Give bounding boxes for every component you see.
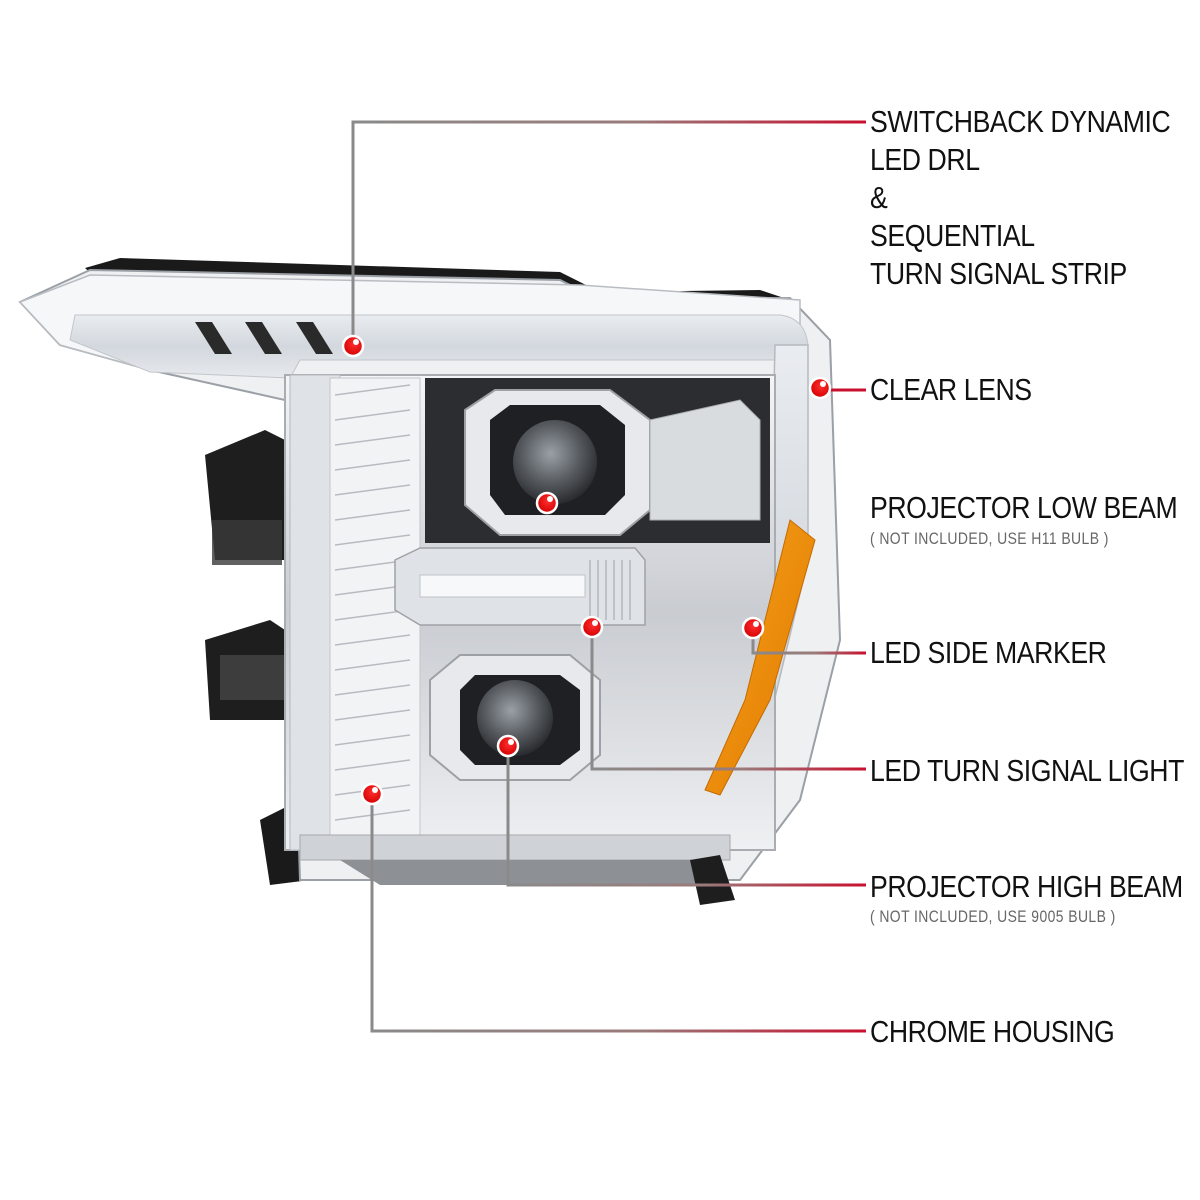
label-line: CLEAR LENS bbox=[870, 372, 1032, 407]
callout-dot-turn-signal bbox=[580, 615, 604, 639]
label-line: LED TURN SIGNAL LIGHT bbox=[870, 753, 1184, 788]
amber-side-marker bbox=[704, 519, 816, 796]
callout-dot-clear-lens bbox=[808, 376, 832, 400]
label-projector-low-beam: PROJECTOR LOW BEAM bbox=[870, 489, 1178, 527]
label-line: LED DRL bbox=[870, 142, 980, 177]
callout-dot-side-marker bbox=[741, 616, 765, 640]
label-line: SEQUENTIAL bbox=[870, 218, 1035, 253]
callout-lines bbox=[351, 120, 866, 1033]
callout-dot-chrome-housing bbox=[360, 782, 384, 806]
label-line: SWITCHBACK DYNAMIC bbox=[870, 104, 1171, 139]
note-low-beam-bulb: ( NOT INCLUDED, USE H11 BULB ) bbox=[870, 529, 1109, 548]
label-clear-lens: CLEAR LENS bbox=[870, 371, 1032, 409]
reflector-ribs bbox=[334, 384, 411, 821]
callout-dot-low-beam bbox=[535, 491, 559, 515]
label-switchback-drl: SWITCHBACK DYNAMIC LED DRL & SEQUENTIAL … bbox=[870, 103, 1171, 293]
label-led-side-marker: LED SIDE MARKER bbox=[870, 634, 1107, 672]
label-line: PROJECTOR LOW BEAM bbox=[870, 490, 1178, 525]
low-beam-projector bbox=[425, 378, 770, 543]
label-line: TURN SIGNAL STRIP bbox=[870, 256, 1127, 291]
callout-dot-switchback bbox=[341, 334, 365, 358]
note-high-beam-bulb: ( NOT INCLUDED, USE 9005 BULB ) bbox=[870, 907, 1116, 926]
label-line: & bbox=[870, 180, 888, 215]
label-line: PROJECTOR HIGH BEAM bbox=[870, 869, 1183, 904]
high-beam-projector bbox=[429, 654, 601, 781]
led-turn-signal-bar bbox=[394, 547, 646, 626]
label-line: LED SIDE MARKER bbox=[870, 635, 1107, 670]
callout-dot-high-beam bbox=[496, 734, 520, 758]
label-chrome-housing: CHROME HOUSING bbox=[870, 1013, 1115, 1051]
label-line: CHROME HOUSING bbox=[870, 1014, 1115, 1049]
label-projector-high-beam: PROJECTOR HIGH BEAM bbox=[870, 868, 1183, 906]
label-led-turn-signal: LED TURN SIGNAL LIGHT bbox=[870, 752, 1184, 790]
callout-dots bbox=[341, 334, 832, 806]
